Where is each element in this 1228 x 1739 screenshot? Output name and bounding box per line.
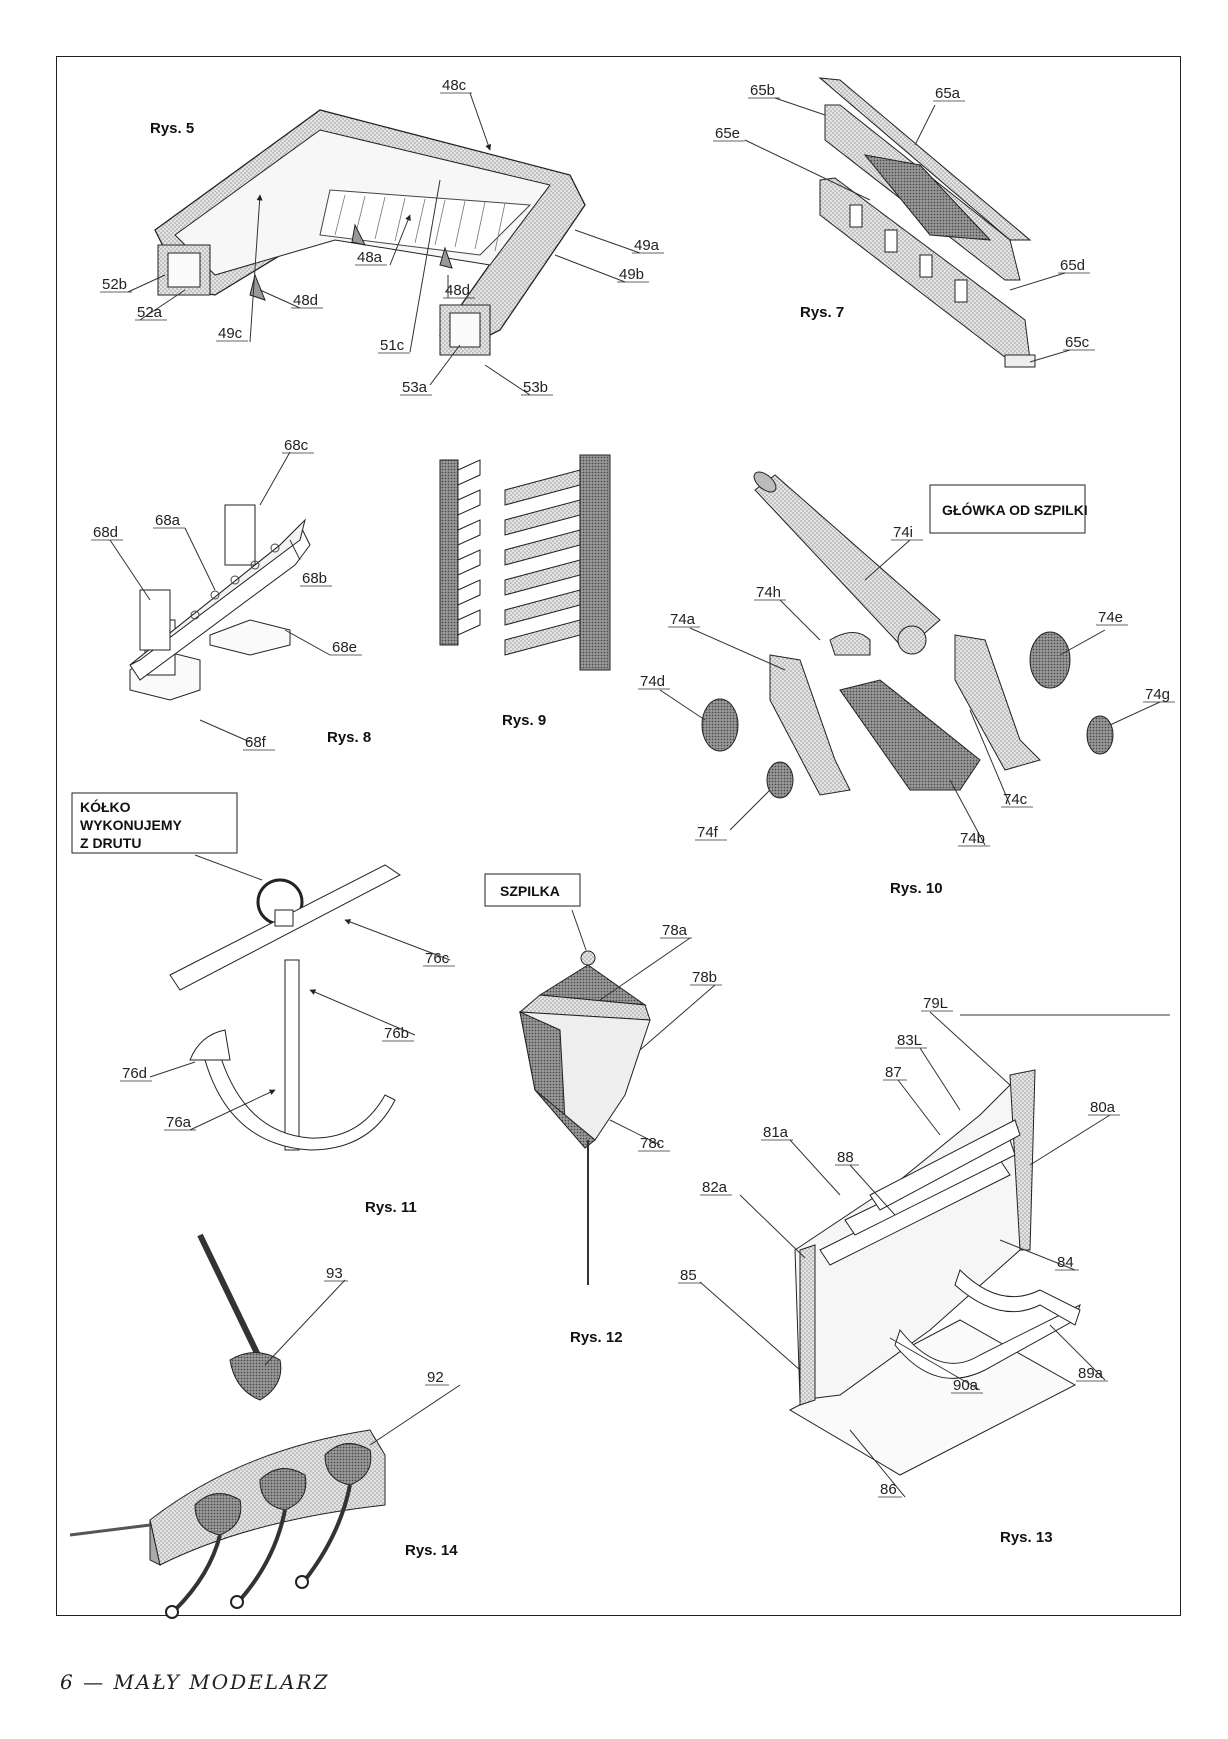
- part-label-68f: 68f: [245, 734, 267, 751]
- part-label-89a: 89a: [1078, 1365, 1104, 1382]
- part-label-52b: 52b: [102, 276, 127, 293]
- rys13-caption: Rys. 13: [1000, 1529, 1053, 1546]
- callout-box-kolko: [71, 792, 238, 854]
- figure-rys13: [788, 1069, 1081, 1476]
- part-label-87: 87: [885, 1064, 902, 1081]
- rys10-caption: Rys. 10: [890, 880, 943, 897]
- leader-lines: [109, 92, 1170, 1498]
- part-label-68e: 68e: [332, 639, 357, 656]
- part-label-53a: 53a: [402, 379, 428, 396]
- callout-kolko-line-0: KÓŁKO: [80, 798, 131, 815]
- part-label-79L: 79L: [923, 995, 948, 1012]
- callout-kolko-line-2: Z DRUTU: [80, 835, 141, 851]
- callout-box-glowka: [929, 484, 1086, 534]
- part-label-48c: 48c: [442, 77, 467, 94]
- part-label-83L: 83L: [897, 1032, 922, 1049]
- figure-rys9: [439, 454, 611, 671]
- part-label-74c: 74c: [1003, 791, 1028, 808]
- part-label-74b: 74b: [960, 830, 985, 847]
- part-label-65b: 65b: [750, 82, 775, 99]
- part-label-49a: 49a: [634, 237, 660, 254]
- part-label-92: 92: [427, 1369, 444, 1386]
- rys14-caption: Rys. 14: [405, 1542, 458, 1559]
- part-label-68c: 68c: [284, 437, 309, 454]
- part-label-65e: 65e: [715, 125, 740, 142]
- part-label-68b: 68b: [302, 570, 327, 587]
- part-label-76d: 76d: [122, 1065, 147, 1082]
- part-label-48d: 48d: [445, 282, 470, 299]
- part-label-51c: 51c: [380, 337, 405, 354]
- figure-rys7: [818, 77, 1036, 368]
- rys12-caption: Rys. 12: [570, 1329, 623, 1346]
- part-label-86: 86: [880, 1481, 897, 1498]
- labels-layer: Rys. 5 48c 52b 52a 49c 48d 48a 48d 51c 53a 53b 49a 4…: [80, 77, 1175, 1559]
- callout-box-szpilka: [484, 873, 581, 907]
- part-label-93: 93: [326, 1265, 343, 1282]
- page-frame: [56, 56, 1181, 1616]
- part-label-65a: 65a: [935, 85, 961, 102]
- page-footer: 6 — MAŁY MODELARZ: [60, 1670, 330, 1694]
- part-label-74a: 74a: [670, 611, 696, 628]
- part-label-74h: 74h: [756, 584, 781, 601]
- part-label-68a: 68a: [155, 512, 181, 529]
- part-label-76b: 76b: [384, 1025, 409, 1042]
- part-label-81a: 81a: [763, 1124, 789, 1141]
- part-label-88: 88: [837, 1149, 854, 1166]
- part-label-76a: 76a: [166, 1114, 192, 1131]
- part-label-78b: 78b: [692, 969, 717, 986]
- part-label-74g: 74g: [1145, 686, 1170, 703]
- part-label-48a: 48a: [357, 249, 383, 266]
- figure-rys14: [69, 1233, 386, 1619]
- part-label-78c: 78c: [640, 1135, 665, 1152]
- figure-rys12: [518, 950, 651, 1285]
- part-label-74i: 74i: [893, 524, 913, 541]
- figure-rys11: [169, 864, 401, 1151]
- part-label-52a: 52a: [137, 304, 163, 321]
- part-label-82a: 82a: [702, 1179, 728, 1196]
- part-label-49b: 49b: [619, 266, 644, 283]
- rys8-caption: Rys. 8: [327, 729, 371, 746]
- part-label-65c: 65c: [1065, 334, 1090, 351]
- part-label-53b: 53b: [523, 379, 548, 396]
- part-label-74e: 74e: [1098, 609, 1123, 626]
- part-label-65d: 65d: [1060, 257, 1085, 274]
- part-label-76c: 76c: [425, 950, 450, 967]
- callout-kolko-line-1: WYKONUJEMY: [80, 817, 183, 833]
- figure-rys8: [129, 504, 311, 701]
- part-label-74f: 74f: [697, 824, 719, 841]
- figure-rys10: [701, 471, 1114, 799]
- part-label-49c: 49c: [218, 325, 243, 342]
- rys7-caption: Rys. 7: [800, 304, 844, 321]
- part-label-80a: 80a: [1090, 1099, 1116, 1116]
- part-label-84: 84: [1057, 1254, 1074, 1271]
- callout-szpilka: SZPILKA: [500, 883, 560, 899]
- rys11-caption: Rys. 11: [365, 1199, 417, 1216]
- rys5-caption: Rys. 5: [150, 120, 194, 137]
- callout-glowka-od-szpilki: GŁÓWKA OD SZPILKI: [942, 501, 1088, 518]
- part-label-74d: 74d: [640, 673, 665, 690]
- part-label-68d: 68d: [93, 524, 118, 541]
- part-label-90a: 90a: [953, 1377, 979, 1394]
- part-label-85: 85: [680, 1267, 697, 1284]
- part-label-78a: 78a: [662, 922, 688, 939]
- rys9-caption: Rys. 9: [502, 712, 546, 729]
- part-label-48d: 48d: [293, 292, 318, 309]
- figure-rys5: [154, 109, 586, 356]
